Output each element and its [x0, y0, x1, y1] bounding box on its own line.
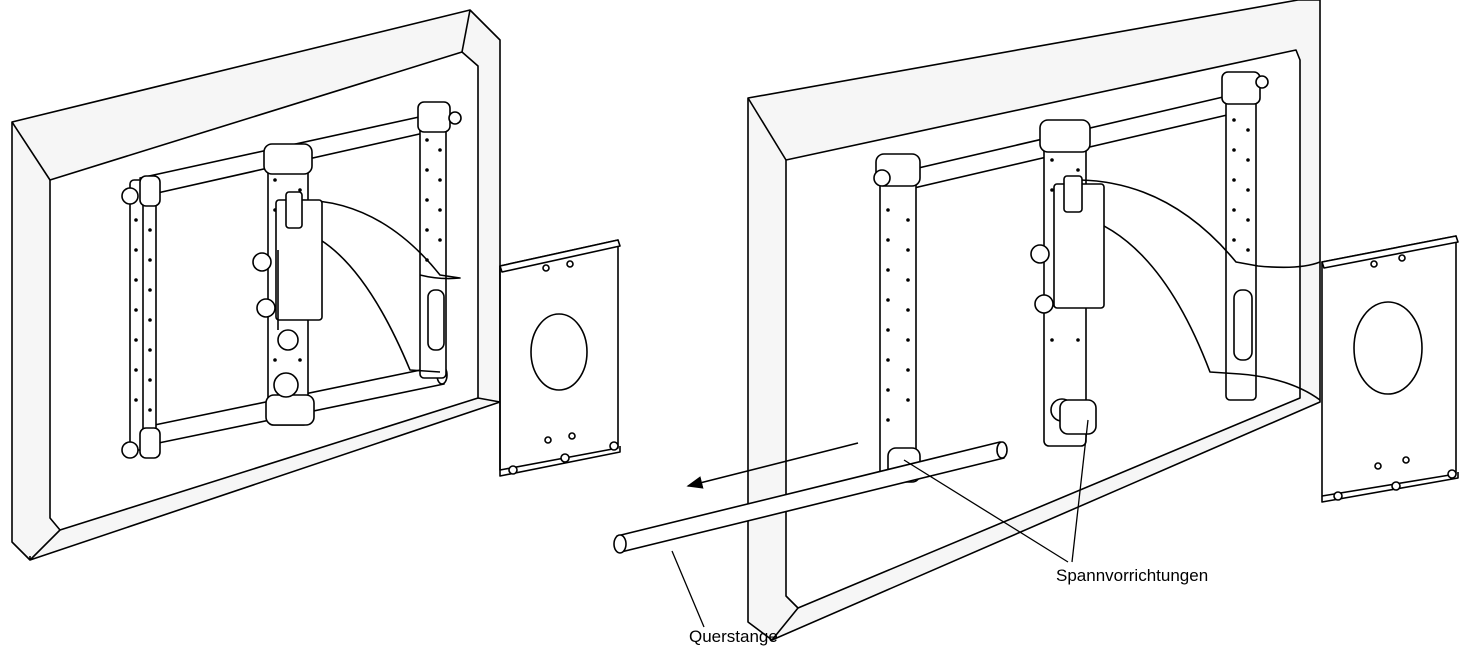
left-vertical-bracket-3	[418, 102, 461, 378]
right-assembly	[614, 0, 1458, 640]
right-vertical-bracket-1	[874, 154, 920, 482]
left-assembly	[12, 10, 620, 560]
removal-arrow	[686, 443, 858, 489]
crossbar	[614, 442, 1007, 553]
leader-clamp-left	[904, 460, 1068, 562]
left-vertical-bracket-1	[122, 176, 160, 458]
right-swing-arm	[1031, 176, 1320, 400]
leader-clamp-right	[1072, 420, 1088, 562]
right-tv-plate	[1322, 236, 1458, 502]
left-bracket-holes	[134, 138, 442, 412]
left-tv-plate	[500, 240, 620, 476]
left-swing-arm	[253, 192, 460, 372]
leader-crossbar	[672, 551, 704, 627]
leader-lines	[672, 420, 1088, 627]
crossbar-label: Querstange	[689, 627, 778, 646]
clamps-label: Spannvorrichtungen	[1056, 566, 1209, 585]
